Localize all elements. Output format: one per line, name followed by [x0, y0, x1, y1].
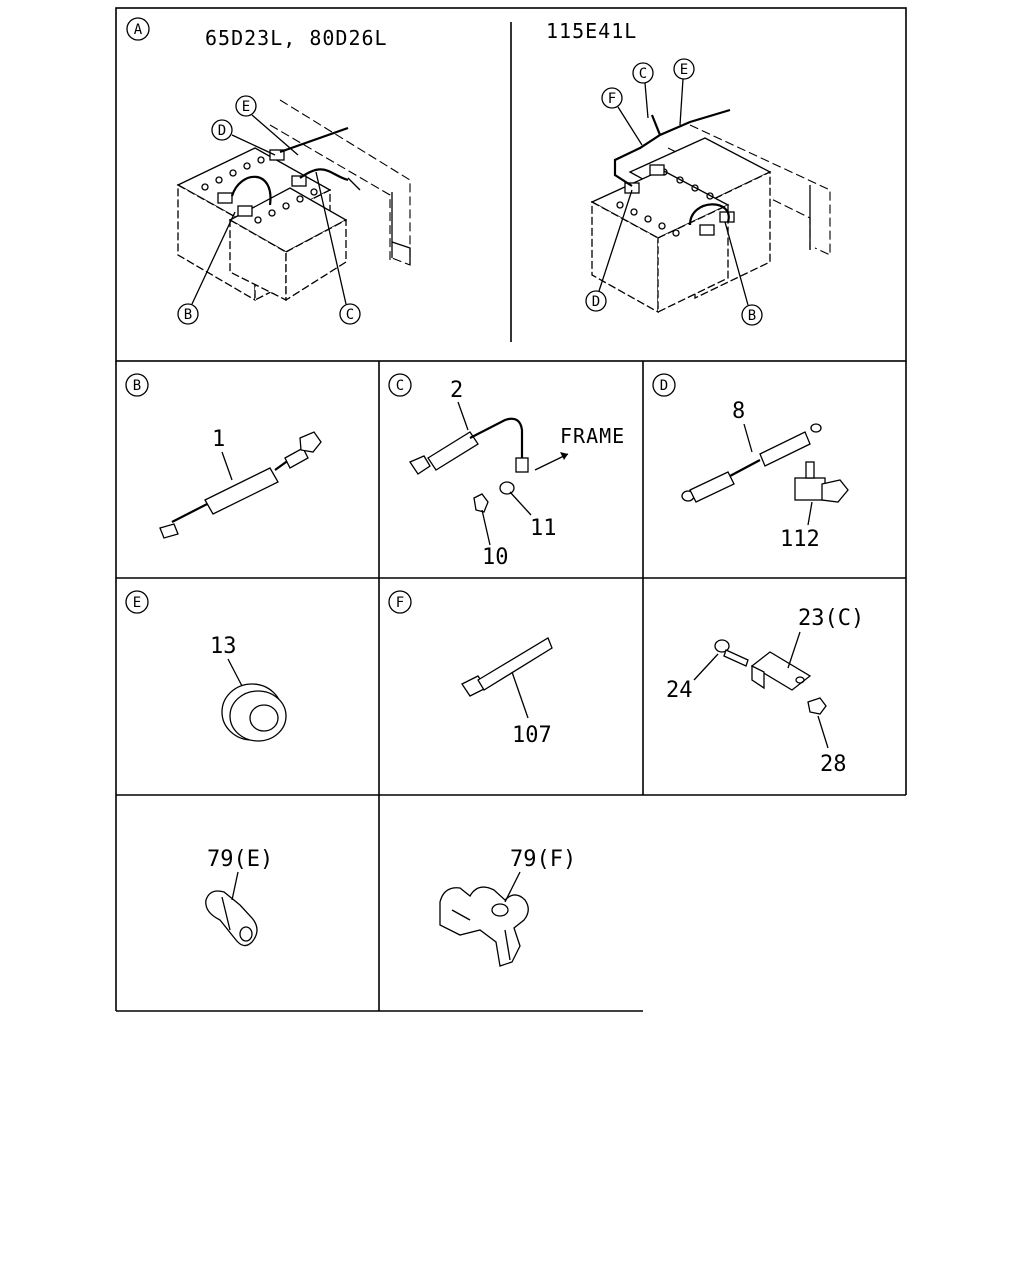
- svg-text:F: F: [608, 91, 616, 107]
- panel-d-badge: D: [660, 378, 668, 394]
- svg-text:E: E: [242, 99, 250, 115]
- diagram-frame: [115, 7, 907, 1012]
- part-number-1: 1: [212, 427, 225, 452]
- title-65d23l-80d26l: 65D23L, 80D26L: [205, 26, 388, 50]
- panel-f-badge: F: [396, 595, 404, 611]
- panel-c-badge: C: [396, 378, 404, 394]
- cable-part-8: [681, 423, 822, 503]
- bolt-part-24: [714, 639, 749, 667]
- frame-note: FRAME: [560, 424, 625, 448]
- right-battery-illustration: [590, 108, 831, 314]
- svg-text:D: D: [218, 123, 226, 139]
- panel-a-badge: A: [126, 17, 150, 41]
- panel-b-badge: B: [133, 378, 141, 394]
- clip-part-79f: [439, 886, 529, 967]
- panel-c: C FRAME 2 11 10: [388, 373, 625, 570]
- part-number-23c: 23(C): [798, 606, 864, 631]
- part-number-11: 11: [530, 516, 557, 541]
- bracket-part-23: [750, 651, 812, 691]
- panel-b: B 1: [125, 373, 322, 539]
- svg-text:B: B: [748, 308, 756, 324]
- part-number-10: 10: [482, 545, 509, 570]
- part-number-13: 13: [210, 634, 237, 659]
- part-number-112: 112: [780, 527, 820, 552]
- part-number-28: 28: [820, 752, 847, 777]
- panel-g: 23(C) 24 28: [666, 606, 864, 777]
- frame-direction-arrow: [534, 452, 569, 471]
- clip-part-79e: [205, 890, 258, 947]
- right-callouts: C E F D B: [585, 58, 763, 326]
- terminal-clamp-112: [794, 461, 849, 503]
- panel-e: E 13: [125, 590, 287, 742]
- svg-text:A: A: [134, 22, 143, 38]
- panel-d: D 8 112: [652, 373, 849, 552]
- grommet-part-13: [221, 683, 287, 742]
- part-number-24: 24: [666, 678, 693, 703]
- part-number-8: 8: [732, 399, 745, 424]
- part-number-79f: 79(F): [510, 847, 576, 872]
- part-number-2: 2: [450, 378, 463, 403]
- svg-text:B: B: [184, 307, 192, 323]
- svg-text:C: C: [639, 66, 647, 82]
- left-battery-illustration: [176, 99, 411, 302]
- nut-part-28: [807, 697, 827, 715]
- cable-part-2: [409, 417, 529, 513]
- panel-i: 79(F): [439, 847, 576, 967]
- panel-e-badge: E: [133, 595, 141, 611]
- svg-text:E: E: [680, 62, 688, 78]
- svg-text:D: D: [592, 294, 600, 310]
- panel-h: 79(E): [205, 847, 273, 947]
- part-number-79e: 79(E): [207, 847, 273, 872]
- panel-a: A 65D23L, 80D26L 115E41L: [126, 17, 831, 326]
- svg-text:C: C: [346, 307, 354, 323]
- title-115e41l: 115E41L: [546, 19, 637, 43]
- cable-tie-part-107: [461, 637, 553, 697]
- panel-f: F 107: [388, 590, 553, 748]
- part-number-107: 107: [512, 723, 552, 748]
- left-callouts: E D B C: [177, 95, 361, 325]
- cable-part-1: [159, 431, 322, 539]
